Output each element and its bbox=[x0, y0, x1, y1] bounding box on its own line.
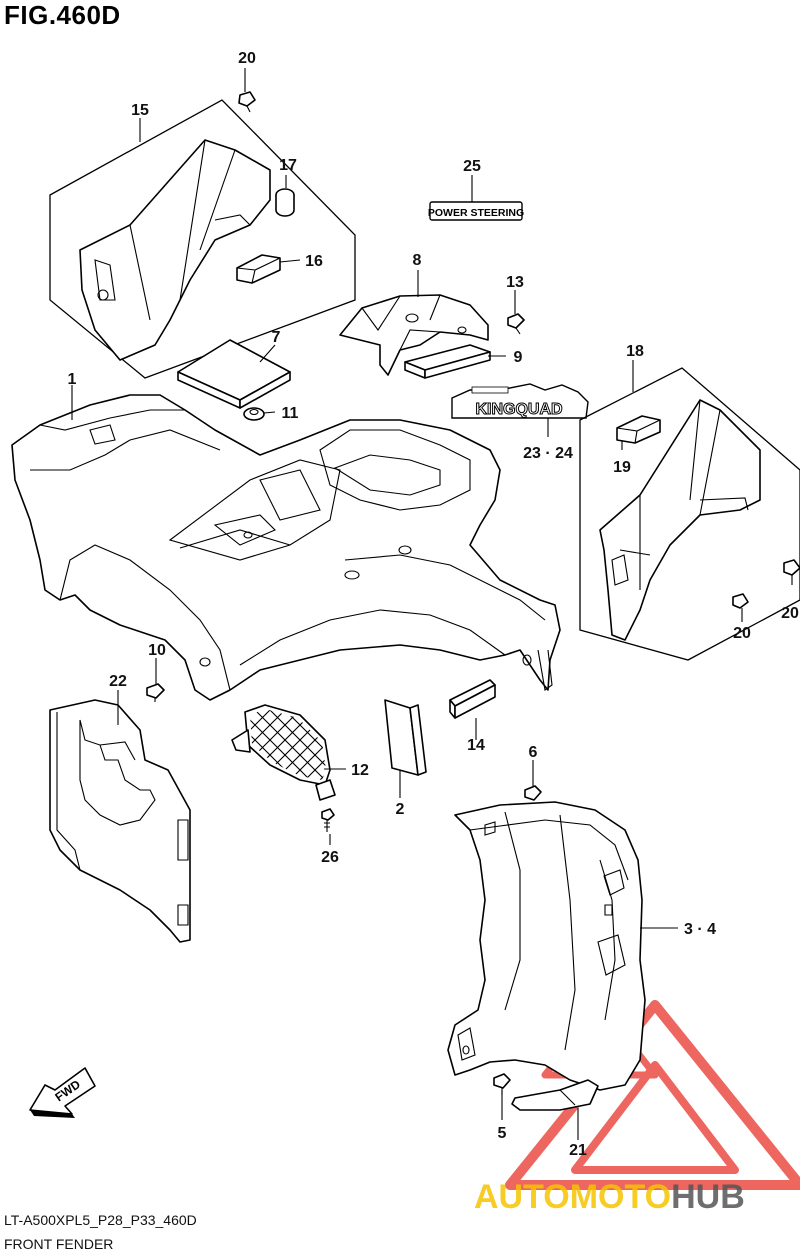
callout-21: 21 bbox=[569, 1142, 587, 1159]
callout-26: 26 bbox=[321, 849, 339, 866]
svg-text:AUTOMOTOHUB: AUTOMOTOHUB bbox=[474, 1178, 745, 1216]
screw-26[interactable] bbox=[321, 808, 335, 832]
callout-20-top: 20 bbox=[238, 50, 256, 67]
callout-25: 25 bbox=[463, 158, 481, 175]
screw-13[interactable] bbox=[507, 313, 525, 335]
part-22-splash-guard[interactable] bbox=[49, 699, 191, 943]
callout-10: 10 bbox=[148, 642, 166, 659]
part-18-right-inner-panel[interactable] bbox=[599, 399, 761, 641]
callout-8: 8 bbox=[413, 252, 422, 269]
part-23-24-kingquad-decal[interactable]: KINGQUAD bbox=[451, 383, 589, 419]
kit-box-18 bbox=[579, 367, 800, 661]
callout-3-4: 3 · 4 bbox=[684, 921, 716, 938]
callout-6: 6 bbox=[529, 744, 538, 761]
watermark-part-2: MOTO bbox=[570, 1178, 671, 1216]
part-17-grommet[interactable] bbox=[275, 188, 295, 217]
part-9-pad[interactable] bbox=[404, 344, 491, 379]
figure-title: FIG.460D bbox=[4, 0, 121, 30]
callout-5: 5 bbox=[498, 1125, 507, 1142]
bolt-20-right[interactable] bbox=[783, 559, 800, 576]
callout-16: 16 bbox=[305, 253, 323, 270]
model-code: LT-A500XPL5_P28_P33_460D bbox=[4, 1212, 197, 1228]
callout-labels: 20 15 17 16 25 8 13 9 7 11 1 23 · 24 18 … bbox=[68, 50, 799, 1159]
kingquad-decal-text: KINGQUAD bbox=[475, 401, 562, 418]
callout-7: 7 bbox=[272, 329, 281, 346]
callout-20-lower: 20 bbox=[733, 625, 751, 642]
part-21-pad[interactable] bbox=[511, 1079, 599, 1111]
callout-17: 17 bbox=[279, 157, 297, 174]
callout-13: 13 bbox=[506, 274, 524, 291]
part-7-pad[interactable] bbox=[177, 339, 291, 409]
part-2-pad[interactable] bbox=[384, 699, 427, 776]
callout-2: 2 bbox=[396, 801, 405, 818]
callout-20-right: 20 bbox=[781, 605, 799, 622]
callout-11: 11 bbox=[282, 405, 299, 422]
part-8-cover[interactable] bbox=[339, 294, 489, 376]
screw-5[interactable] bbox=[493, 1073, 511, 1095]
part-3-4-mud-guard[interactable] bbox=[447, 801, 646, 1091]
section-name: FRONT FENDER bbox=[4, 1236, 114, 1252]
callout-18: 18 bbox=[626, 343, 644, 360]
callout-12: 12 bbox=[351, 762, 369, 779]
callout-23-24: 23 · 24 bbox=[523, 445, 573, 462]
screw-6[interactable] bbox=[524, 785, 542, 801]
callout-19: 19 bbox=[613, 459, 631, 476]
leader-lines bbox=[71, 68, 793, 1140]
callout-22: 22 bbox=[109, 673, 127, 690]
part-11-grommet[interactable] bbox=[243, 407, 265, 421]
watermark-part-3: HUB bbox=[671, 1178, 745, 1216]
part-15-left-inner-panel[interactable] bbox=[79, 139, 271, 361]
watermark-part-1: AUTO bbox=[474, 1178, 570, 1216]
callout-14: 14 bbox=[467, 737, 485, 754]
watermark-text: AUTOMOTOHUB bbox=[474, 1178, 745, 1216]
part-1-front-fender[interactable] bbox=[11, 394, 561, 701]
bolt-20-top[interactable] bbox=[238, 91, 256, 113]
callout-15: 15 bbox=[131, 102, 149, 119]
part-25-power-steering-decal[interactable]: POWER STEERING bbox=[428, 201, 524, 221]
kit-box-15 bbox=[49, 99, 356, 379]
part-19-pad[interactable] bbox=[616, 415, 661, 444]
part-16-pad[interactable] bbox=[236, 254, 281, 284]
callout-1: 1 bbox=[68, 371, 77, 388]
power-steering-decal-text: POWER STEERING bbox=[428, 207, 524, 219]
bolt-20-lower[interactable] bbox=[732, 593, 749, 609]
fwd-direction-arrow-icon: FWD bbox=[29, 1067, 96, 1118]
part-14-pad[interactable] bbox=[449, 679, 496, 719]
callout-9: 9 bbox=[514, 349, 523, 366]
screw-10[interactable] bbox=[146, 683, 165, 702]
part-12-mesh-screen[interactable] bbox=[230, 700, 340, 810]
